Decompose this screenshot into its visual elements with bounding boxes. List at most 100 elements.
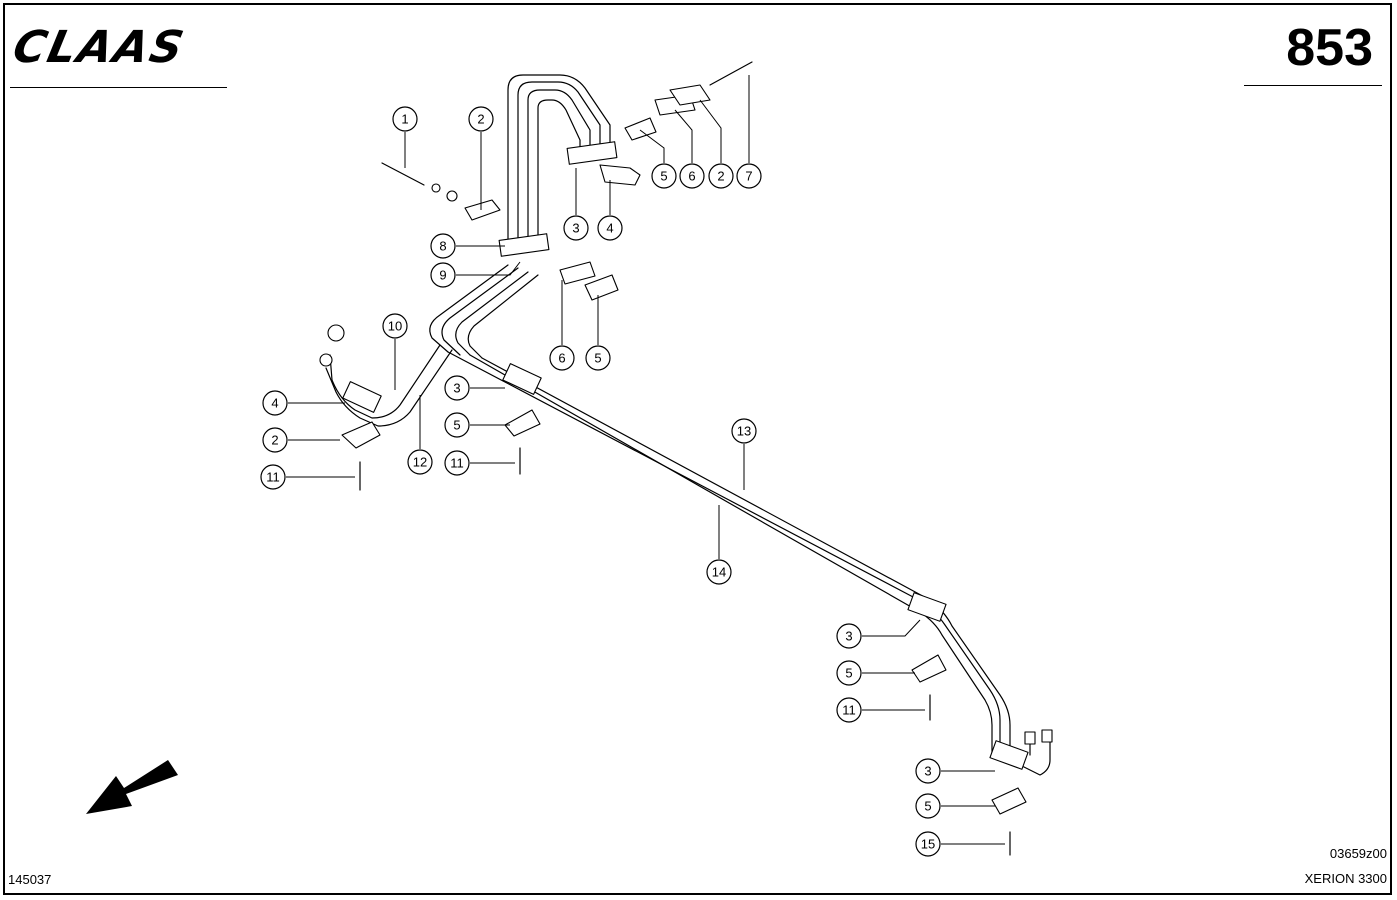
svg-text:14: 14	[712, 565, 726, 580]
callout-5-middle: 5	[444, 412, 470, 438]
clamp-top	[566, 141, 618, 165]
drawing-frame	[3, 3, 1392, 895]
bracket-6-mid	[559, 261, 596, 285]
callout-6-top: 6	[679, 163, 705, 189]
clamp-3-bottom	[989, 740, 1029, 770]
washer	[431, 183, 441, 193]
callout-2-left: 2	[262, 427, 288, 453]
callout-2-topright: 2	[708, 163, 734, 189]
svg-text:6: 6	[688, 169, 695, 184]
callout-12: 12	[407, 449, 433, 475]
nut	[446, 190, 458, 202]
svg-text:5: 5	[453, 418, 460, 433]
svg-text:11: 11	[842, 703, 856, 718]
svg-text:3: 3	[572, 221, 579, 236]
pipe-diag-2	[441, 267, 519, 356]
page-number-underline	[1244, 85, 1382, 86]
document-id: 145037	[8, 872, 52, 887]
pipe-left-1	[329, 344, 441, 419]
pipe-end-1	[1019, 737, 1051, 776]
svg-text:5: 5	[660, 169, 667, 184]
svg-text:3: 3	[845, 629, 852, 644]
pipe-long-3	[481, 357, 1011, 756]
callout-11-left: 11	[260, 464, 286, 490]
bolt-1	[381, 162, 425, 186]
fitting-end-left	[1024, 731, 1036, 745]
svg-text:3: 3	[453, 381, 460, 396]
svg-text:15: 15	[921, 837, 935, 852]
callout-3-top: 3	[563, 215, 589, 241]
callout-6-mid: 6	[549, 345, 575, 371]
svg-text:5: 5	[594, 351, 601, 366]
fitting-top	[599, 164, 641, 186]
svg-text:6: 6	[558, 351, 565, 366]
fitting-end-right	[1041, 729, 1053, 743]
svg-text:9: 9	[439, 268, 446, 283]
callout-11-right: 11	[836, 697, 862, 723]
fitting-10-top	[327, 324, 345, 342]
clamp-3-middle	[502, 363, 542, 395]
callout-13: 13	[731, 418, 757, 444]
svg-text:11: 11	[266, 470, 280, 485]
clamp-8	[498, 233, 550, 257]
callout-10: 10	[382, 313, 408, 339]
callout-4-top: 4	[597, 215, 623, 241]
svg-text:8: 8	[439, 239, 446, 254]
bracket-2-left	[341, 421, 381, 449]
callout-3-right: 3	[836, 623, 862, 649]
callout-15: 15	[915, 831, 941, 857]
callout-5-bottom: 5	[915, 793, 941, 819]
callout-11-middle: 11	[444, 450, 470, 476]
bracket-5-top	[624, 117, 657, 141]
callout-7: 7	[736, 163, 762, 189]
pipe-riser-c	[527, 89, 591, 246]
callout-8: 8	[430, 233, 456, 259]
svg-text:2: 2	[717, 169, 724, 184]
drawing-id: 03659z00	[1329, 846, 1387, 861]
pipe-diag-1	[429, 264, 509, 353]
callout-14: 14	[706, 559, 732, 585]
svg-text:4: 4	[271, 396, 278, 411]
clamp-3-right	[907, 592, 947, 622]
callout-2-top: 2	[468, 106, 494, 132]
callout-group: 1 2 5 6 2 7 3 4 8 9 6 5 10 4 3 2 5 12 11…	[260, 106, 941, 857]
svg-text:2: 2	[477, 112, 484, 127]
bracket-5-mid	[584, 274, 619, 301]
callout-5-right: 5	[836, 660, 862, 686]
pipe-riser-b	[517, 81, 601, 246]
pipe-diag-3	[455, 271, 529, 356]
leader-lines	[286, 75, 1005, 845]
pipe-riser-a	[507, 74, 611, 246]
svg-text:11: 11	[450, 456, 464, 471]
bracket-2-top	[464, 199, 501, 221]
callout-4-left: 4	[262, 390, 288, 416]
pipe-left-2	[325, 349, 453, 427]
bracket-5-middle	[504, 409, 541, 437]
callout-3-middle: 3	[444, 375, 470, 401]
svg-text:5: 5	[845, 666, 852, 681]
callout-5-mid: 5	[585, 345, 611, 371]
svg-text:13: 13	[737, 424, 751, 439]
svg-text:2: 2	[271, 433, 278, 448]
callout-5-top: 5	[651, 163, 677, 189]
direction-arrow-icon	[86, 760, 178, 814]
svg-text:7: 7	[745, 169, 752, 184]
svg-text:10: 10	[388, 319, 402, 334]
callout-9: 9	[430, 262, 456, 288]
svg-text:3: 3	[924, 764, 931, 779]
bracket-5-bottom	[991, 787, 1027, 815]
svg-text:1: 1	[401, 112, 408, 127]
bolt-7	[709, 61, 753, 86]
svg-text:4: 4	[606, 221, 613, 236]
clamp-4-left	[342, 381, 382, 413]
model-name: XERION 3300	[1304, 871, 1387, 886]
callout-1: 1	[392, 106, 418, 132]
pipe-riser-d	[537, 99, 581, 246]
fitting-10-side	[319, 353, 333, 367]
logo-underline	[10, 87, 227, 88]
svg-text:12: 12	[413, 455, 427, 470]
pipe-long-2	[469, 354, 993, 756]
page-number: 853	[1286, 19, 1373, 77]
bracket-5-right	[911, 654, 947, 683]
